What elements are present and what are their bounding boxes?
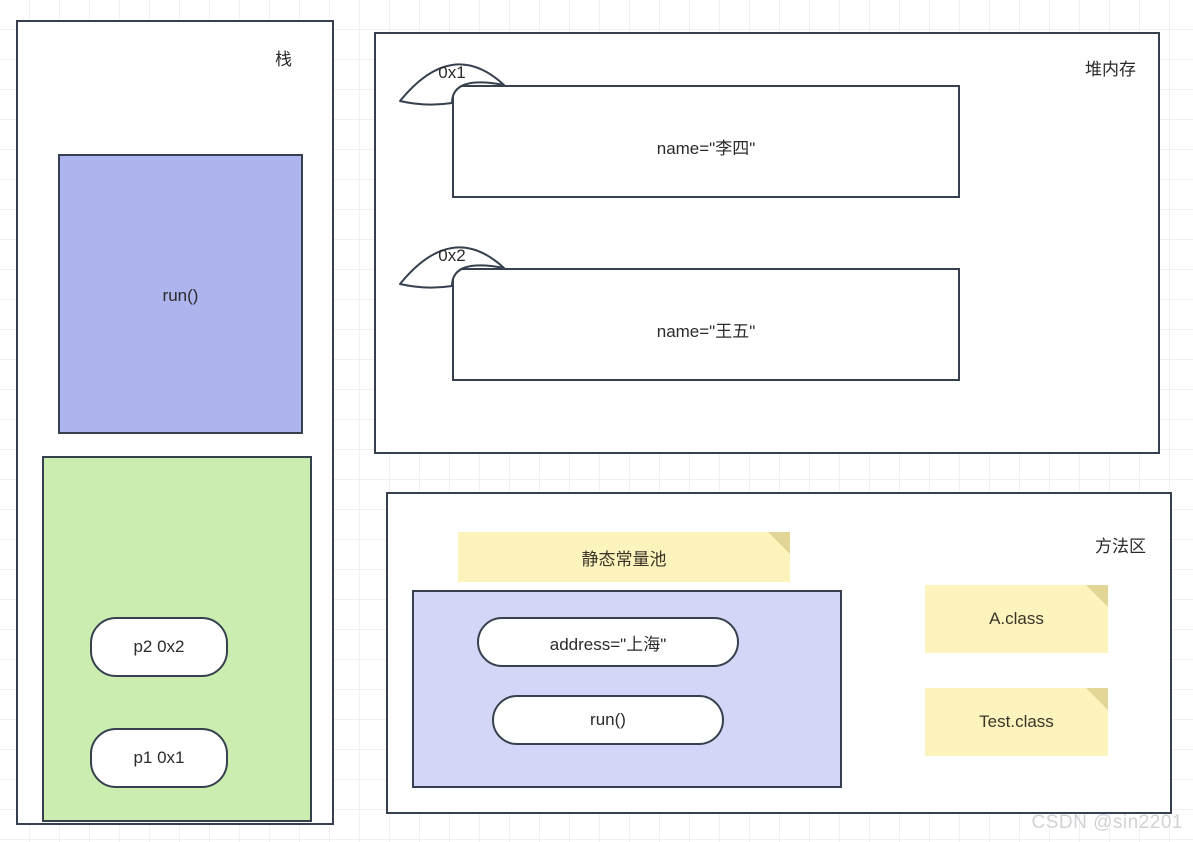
method-area-region-label: 方法区	[1095, 537, 1146, 556]
class-file-test: Test.class	[925, 688, 1108, 756]
note-fold-corner-icon	[1086, 688, 1108, 710]
constant-pool-entry-address: address="上海"	[477, 617, 739, 667]
stack-frame-run	[58, 154, 303, 434]
watermark: CSDN @sin2201	[1031, 812, 1183, 833]
heap-object-1-field: name="李四"	[656, 139, 756, 158]
heap-object-2-field: name="王五"	[656, 322, 756, 341]
stack-variable-p1: p1 0x1	[90, 728, 228, 788]
class-file-a: A.class	[925, 585, 1108, 653]
stack-frame-run-label: run()	[162, 286, 199, 305]
heap-object-1	[452, 85, 960, 198]
heap-ref-tag-0x1: 0x1	[396, 45, 508, 113]
stack-variable-p2: p2 0x2	[90, 617, 228, 677]
heap-ref-tag-0x2: 0x2	[396, 228, 508, 296]
constant-pool-entry-run: run()	[492, 695, 724, 745]
note-fold-corner-icon	[1086, 585, 1108, 607]
note-fold-corner-icon	[768, 532, 790, 554]
static-constant-pool-note: 静态常量池	[458, 532, 790, 582]
heap-object-2	[452, 268, 960, 381]
heap-region-label: 堆内存	[1085, 60, 1136, 79]
stack-region-label: 栈	[275, 50, 292, 69]
